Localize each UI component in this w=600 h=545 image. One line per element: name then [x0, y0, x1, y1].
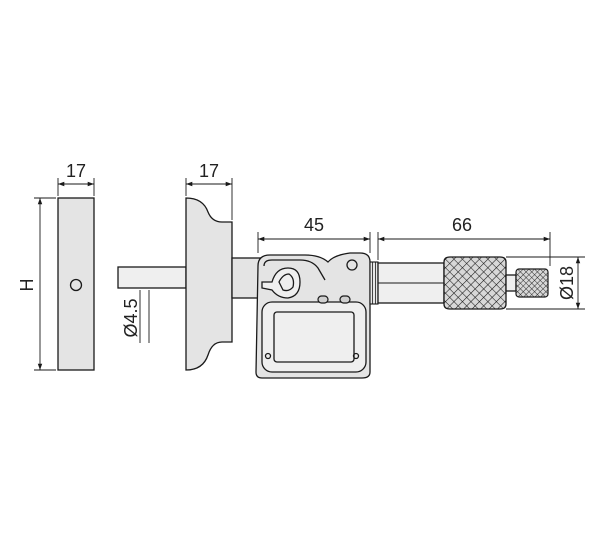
- button-right[interactable]: [339, 295, 351, 304]
- dim-label-height: H: [17, 279, 37, 292]
- base-block-side-view: [57, 197, 95, 371]
- dim-label-body-length: 45: [304, 215, 324, 235]
- dim-body-length: 45: [257, 215, 371, 253]
- depth-rod: [117, 266, 187, 289]
- micrometer-base: [185, 197, 263, 371]
- thimble[interactable]: [443, 256, 507, 310]
- dim-label-rod-diameter: Ø4.5: [121, 298, 141, 337]
- bezel-screw-right: [352, 352, 360, 360]
- ratchet[interactable]: [515, 268, 549, 298]
- indicator-dot: [346, 259, 358, 271]
- dim-label-block-width: 17: [66, 161, 86, 181]
- rod-hole: [69, 278, 83, 292]
- bezel-screw-left: [264, 352, 272, 360]
- lock-lever-hole: [278, 273, 295, 292]
- button-left[interactable]: [317, 295, 329, 304]
- dim-label-thimble-length: 66: [452, 215, 472, 235]
- dim-block-width: 17: [57, 161, 95, 196]
- dim-height: H: [17, 197, 56, 371]
- dim-rod-diameter: Ø4.5: [121, 290, 150, 343]
- sleeve-ring: [369, 261, 379, 305]
- base-plate: [185, 197, 233, 371]
- base-block: [57, 197, 95, 371]
- dim-label-base-width: 17: [199, 161, 219, 181]
- ratchet-neck: [505, 274, 517, 292]
- spindle-assembly: [369, 256, 549, 310]
- rod: [117, 266, 187, 289]
- body-contour: [263, 259, 326, 281]
- dim-thimble-length: 66: [377, 215, 551, 266]
- dim-thimble-diameter: Ø18: [506, 256, 585, 310]
- dim-label-thimble-diameter: Ø18: [557, 266, 577, 300]
- dim-base-width: 17: [185, 161, 233, 220]
- lcd-screen: [273, 311, 355, 363]
- digital-body: [255, 252, 371, 379]
